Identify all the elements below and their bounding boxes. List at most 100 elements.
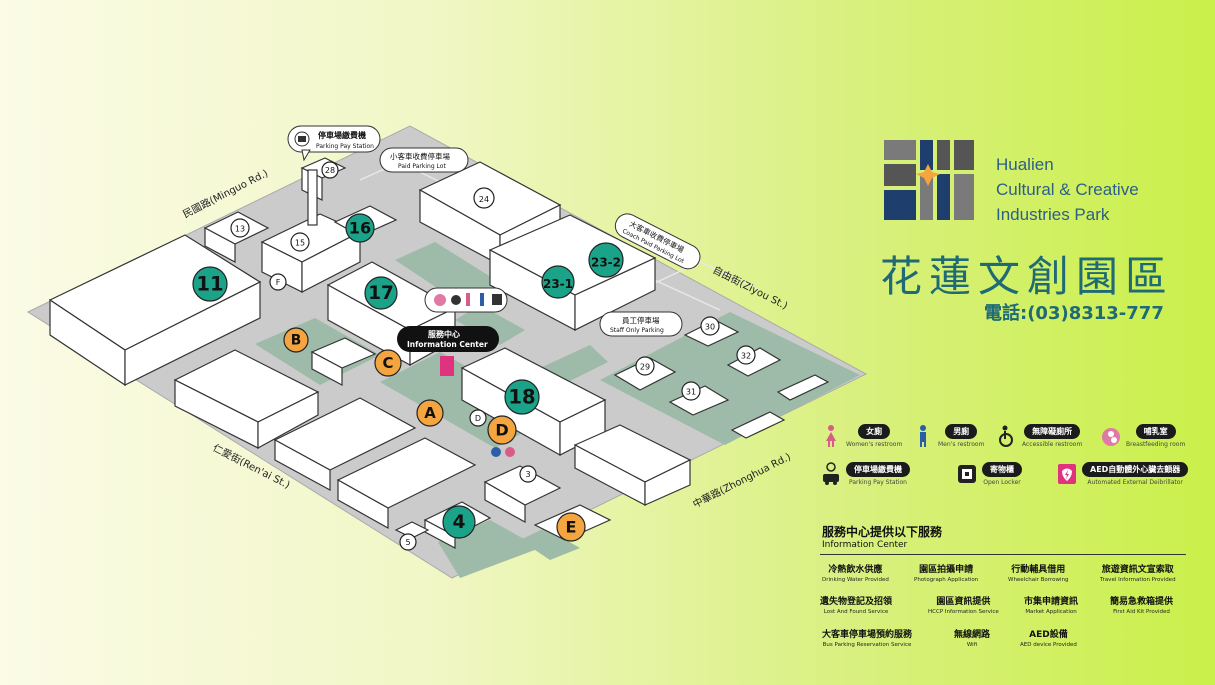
marker-circle bbox=[345, 213, 375, 243]
service-zh: 無線網路 bbox=[954, 630, 991, 640]
map-marker-orange-d[interactable]: D bbox=[487, 415, 517, 445]
map-marker-white-29[interactable]: 29 bbox=[635, 356, 655, 376]
marker-circle bbox=[736, 345, 756, 365]
marker-circle bbox=[469, 409, 487, 427]
service-zh: 園區資訊提供 bbox=[936, 597, 991, 607]
marker-circle bbox=[541, 265, 575, 299]
marker-label: F bbox=[276, 278, 281, 287]
map-marker-white-5[interactable]: 5 bbox=[399, 533, 417, 551]
map-marker-orange-c[interactable]: C bbox=[374, 349, 402, 377]
service-zh: 園區拍攝申請 bbox=[919, 565, 974, 575]
marker-circle bbox=[399, 533, 417, 551]
legend-womens-en: Women's restroom bbox=[846, 441, 903, 448]
map-marker-teal-17[interactable]: 17 bbox=[364, 276, 398, 310]
aed-icon bbox=[1058, 464, 1076, 484]
marker-label: 4 bbox=[453, 512, 466, 533]
marker-circle bbox=[556, 512, 586, 542]
marker-circle bbox=[700, 316, 720, 336]
park-name-line-2: Cultural & Creative bbox=[996, 180, 1139, 199]
map-marker-teal-23-1[interactable]: 23-1 bbox=[541, 265, 575, 299]
marker-circle bbox=[519, 465, 537, 483]
legend-aed-zh: AED自動體外心臟去顫器 bbox=[1082, 462, 1189, 477]
map-marker-white-3[interactable]: 3 bbox=[519, 465, 537, 483]
services-subtitle: Information Center bbox=[822, 540, 908, 550]
map-marker-orange-e[interactable]: E bbox=[556, 512, 586, 542]
marker-circle bbox=[504, 379, 540, 415]
service-en: Wheelchair Borrowing bbox=[1008, 577, 1069, 583]
marker-circle bbox=[374, 349, 402, 377]
marker-label: 16 bbox=[349, 218, 371, 237]
map-marker-white-15[interactable]: 15 bbox=[290, 232, 310, 252]
marker-label: 30 bbox=[705, 322, 715, 331]
parking-pay-station-icon bbox=[823, 462, 839, 485]
marker-circle bbox=[681, 381, 701, 401]
services-divider bbox=[820, 554, 1186, 555]
marker-circle bbox=[290, 232, 310, 252]
marker-label: 3 bbox=[525, 470, 530, 479]
service-zh: 大客車停車場預約服務 bbox=[822, 630, 913, 640]
service-zh: 市集申請資訊 bbox=[1024, 597, 1079, 607]
map-marker-teal-16[interactable]: 16 bbox=[345, 213, 375, 243]
map-marker-white-f[interactable]: F bbox=[269, 273, 287, 291]
marker-circle bbox=[442, 505, 476, 539]
service-zh: 行動輔具借用 bbox=[1011, 565, 1066, 575]
map-marker-white-d[interactable]: D bbox=[469, 409, 487, 427]
park-logo-icon bbox=[884, 140, 974, 220]
services-title: 服務中心提供以下服務 bbox=[822, 525, 943, 539]
map-marker-teal-23-2[interactable]: 23-2 bbox=[588, 242, 624, 278]
map-marker-white-24[interactable]: 24 bbox=[473, 187, 495, 209]
service-en: Photograph Application bbox=[914, 577, 979, 583]
map-marker-orange-a[interactable]: A bbox=[416, 399, 444, 427]
breastfeeding-room-icon bbox=[1102, 428, 1120, 446]
staff-lot-callout: 員工停車場 Staff Only Parking bbox=[599, 311, 683, 337]
marker-label: 15 bbox=[295, 238, 305, 247]
service-zh: 簡易急救箱提供 bbox=[1110, 597, 1174, 607]
service-en: Travel Information Provided bbox=[1100, 577, 1176, 583]
marker-circle bbox=[269, 273, 287, 291]
map-marker-white-32[interactable]: 32 bbox=[736, 345, 756, 365]
map-marker-white-31[interactable]: 31 bbox=[681, 381, 701, 401]
map-marker-teal-4[interactable]: 4 bbox=[442, 505, 476, 539]
legend-locker-en: Open Locker bbox=[983, 479, 1021, 486]
marker-circle bbox=[283, 327, 309, 353]
map-marker-white-13[interactable]: 13 bbox=[230, 218, 250, 238]
marker-label: E bbox=[566, 517, 577, 536]
open-locker-icon bbox=[958, 465, 976, 483]
map-marker-teal-11[interactable]: 11 bbox=[192, 266, 228, 302]
map-marker-white-28[interactable]: 28 bbox=[321, 161, 339, 179]
marker-label: 18 bbox=[508, 385, 535, 408]
map-marker-white-30[interactable]: 30 bbox=[700, 316, 720, 336]
marker-circle bbox=[487, 415, 517, 445]
womens-restroom-icon bbox=[826, 425, 836, 447]
map-marker-teal-18[interactable]: 18 bbox=[504, 379, 540, 415]
paid-lot-zh: 小客車收費停車場 bbox=[390, 151, 450, 161]
marker-label: 23-1 bbox=[543, 277, 573, 291]
marker-label: 29 bbox=[640, 362, 650, 371]
marker-label: A bbox=[424, 404, 436, 422]
service-en: Lost And Found Service bbox=[823, 609, 889, 615]
service-item: 園區拍攝申請 Photograph Application bbox=[914, 562, 978, 583]
marker-circle bbox=[230, 218, 250, 238]
service-item: 旅遊資訊文宣索取 Travel Information Provided bbox=[1100, 562, 1176, 583]
parking-pay-callout: 停車場繳費機 Parking Pay Station bbox=[287, 125, 381, 162]
legend-locker-zh: 寄物櫃 bbox=[982, 462, 1022, 477]
marker-label: 13 bbox=[235, 224, 245, 233]
marker-circle bbox=[635, 356, 655, 376]
map-marker-orange-b[interactable]: B bbox=[283, 327, 309, 353]
staff-lot-en: Staff Only Parking bbox=[610, 327, 664, 334]
marker-circle bbox=[192, 266, 228, 302]
info-center-callout: 服務中心 Information Center bbox=[397, 326, 499, 376]
marker-label: 24 bbox=[479, 195, 489, 204]
marker-circle bbox=[588, 242, 624, 278]
street-zhonghua: 中華路(Zhonghua Rd.) bbox=[690, 450, 792, 511]
service-zh: 旅遊資訊文宣索取 bbox=[1101, 565, 1174, 575]
